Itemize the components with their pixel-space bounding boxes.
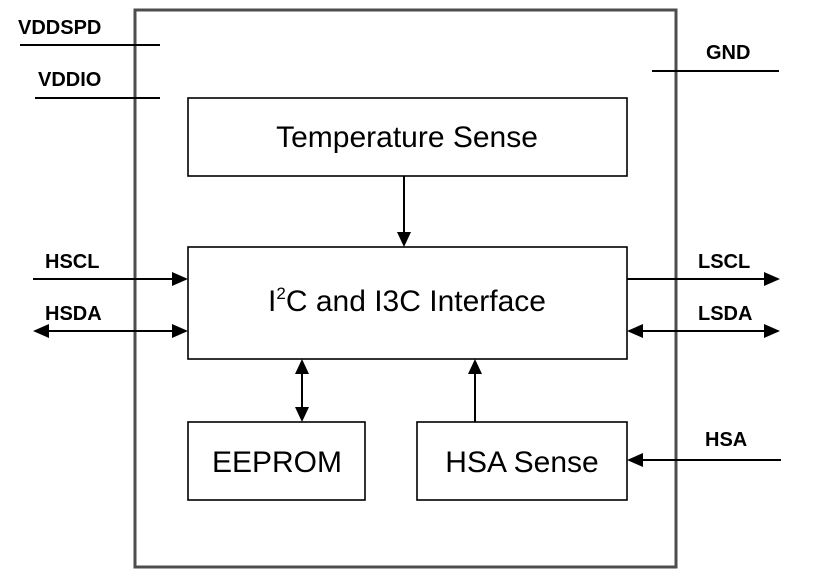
hsa-sense-label: HSA Sense [445, 446, 598, 479]
hsda-head-right [172, 324, 188, 338]
pin-gnd: GND [652, 42, 779, 72]
interface-block: I2C and I3C Interface [187, 246, 628, 360]
eeprom-box [187, 421, 366, 501]
temp-to-interface-arrow [397, 176, 411, 247]
interface-box [187, 246, 628, 360]
vddspd-label: VDDSPD [18, 17, 101, 39]
gnd-label: GND [706, 42, 750, 64]
pin-lscl: LSCL [627, 251, 780, 286]
eeprom-interface-head-up [295, 359, 309, 374]
lscl-head [764, 272, 780, 286]
hsa-sense-interface-head [468, 359, 482, 374]
lsda-head-left [627, 324, 643, 338]
temperature-sense-label: Temperature Sense [276, 121, 538, 154]
temperature-sense-block: Temperature Sense [187, 97, 628, 177]
lsda-label: LSDA [698, 303, 752, 325]
hsa-sense-interface-arrow [468, 359, 482, 422]
hsda-head-left [33, 324, 49, 338]
pin-hsa: HSA [627, 429, 781, 467]
temp-to-interface-head [397, 232, 411, 247]
pin-lsda: LSDA [627, 303, 780, 338]
hscl-label: HSCL [45, 251, 99, 273]
eeprom-interface-head-down [295, 407, 309, 422]
pin-vddspd: VDDSPD [18, 17, 160, 46]
pin-hscl: HSCL [33, 251, 188, 286]
lscl-label: LSCL [698, 251, 750, 273]
eeprom-label: EEPROM [212, 446, 342, 479]
vddio-label: VDDIO [38, 69, 101, 91]
temperature-sense-box [187, 97, 628, 177]
interface-label-rest: C and I3C Interface [286, 285, 546, 318]
hsa-head [627, 453, 643, 467]
interface-label-superscript: 2 [276, 284, 285, 303]
hsa-sense-block: HSA Sense [416, 421, 628, 501]
pin-hsda: HSDA [33, 303, 188, 338]
lsda-head-right [764, 324, 780, 338]
interface-label: I2C and I3C Interface [268, 284, 546, 318]
eeprom-block: EEPROM [187, 421, 366, 501]
hsa-sense-box [416, 421, 628, 501]
pin-vddio: VDDIO [35, 69, 160, 99]
hsda-label: HSDA [45, 303, 102, 325]
hscl-head [172, 272, 188, 286]
interface-label-prefix: I [268, 285, 276, 318]
hsa-label: HSA [705, 429, 747, 451]
eeprom-interface-arrow [295, 359, 309, 422]
